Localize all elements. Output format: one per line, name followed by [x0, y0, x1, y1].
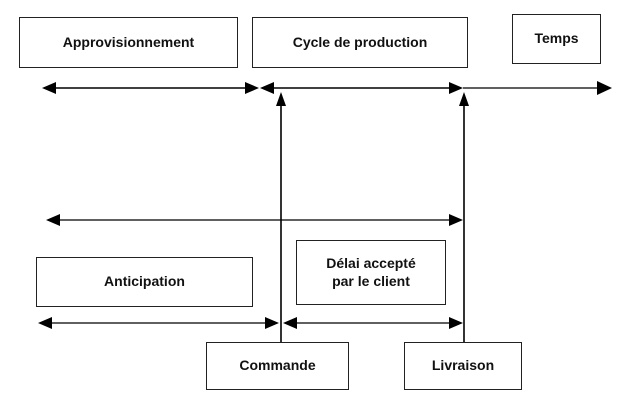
- commande-box: Commande: [206, 342, 349, 390]
- anticipation-span-arrow: [38, 317, 279, 329]
- commande-label: Commande: [239, 357, 316, 374]
- approvisionnement-label: Approvisionnement: [62, 33, 195, 50]
- anticipation-label: Anticipation: [104, 273, 185, 290]
- approvisionnement-box: Approvisionnement: [19, 17, 238, 68]
- middle-span-arrow: [46, 214, 463, 226]
- cycle-production-span-arrow: [260, 82, 463, 94]
- temps-box: Temps: [512, 14, 601, 64]
- livraison-label: Livraison: [431, 357, 495, 374]
- delai-span-arrow: [283, 317, 463, 329]
- delai-accepte-box: Délai accepté par le client: [296, 240, 446, 305]
- cycle-de-production-label: Cycle de production: [292, 33, 428, 50]
- commande-vertical-arrow: [276, 92, 286, 342]
- delai-line-2: par le client: [332, 272, 410, 289]
- anticipation-box: Anticipation: [36, 257, 253, 307]
- livraison-box: Livraison: [404, 342, 522, 390]
- approvisionnement-span-arrow: [42, 82, 259, 94]
- temps-arrow: [463, 81, 612, 95]
- cycle-de-production-box: Cycle de production: [252, 17, 468, 68]
- temps-label: Temps: [534, 30, 579, 47]
- livraison-vertical-arrow: [459, 92, 469, 342]
- delai-line-1: Délai accepté: [326, 255, 416, 271]
- delai-accepte-label: Délai accepté par le client: [326, 255, 416, 290]
